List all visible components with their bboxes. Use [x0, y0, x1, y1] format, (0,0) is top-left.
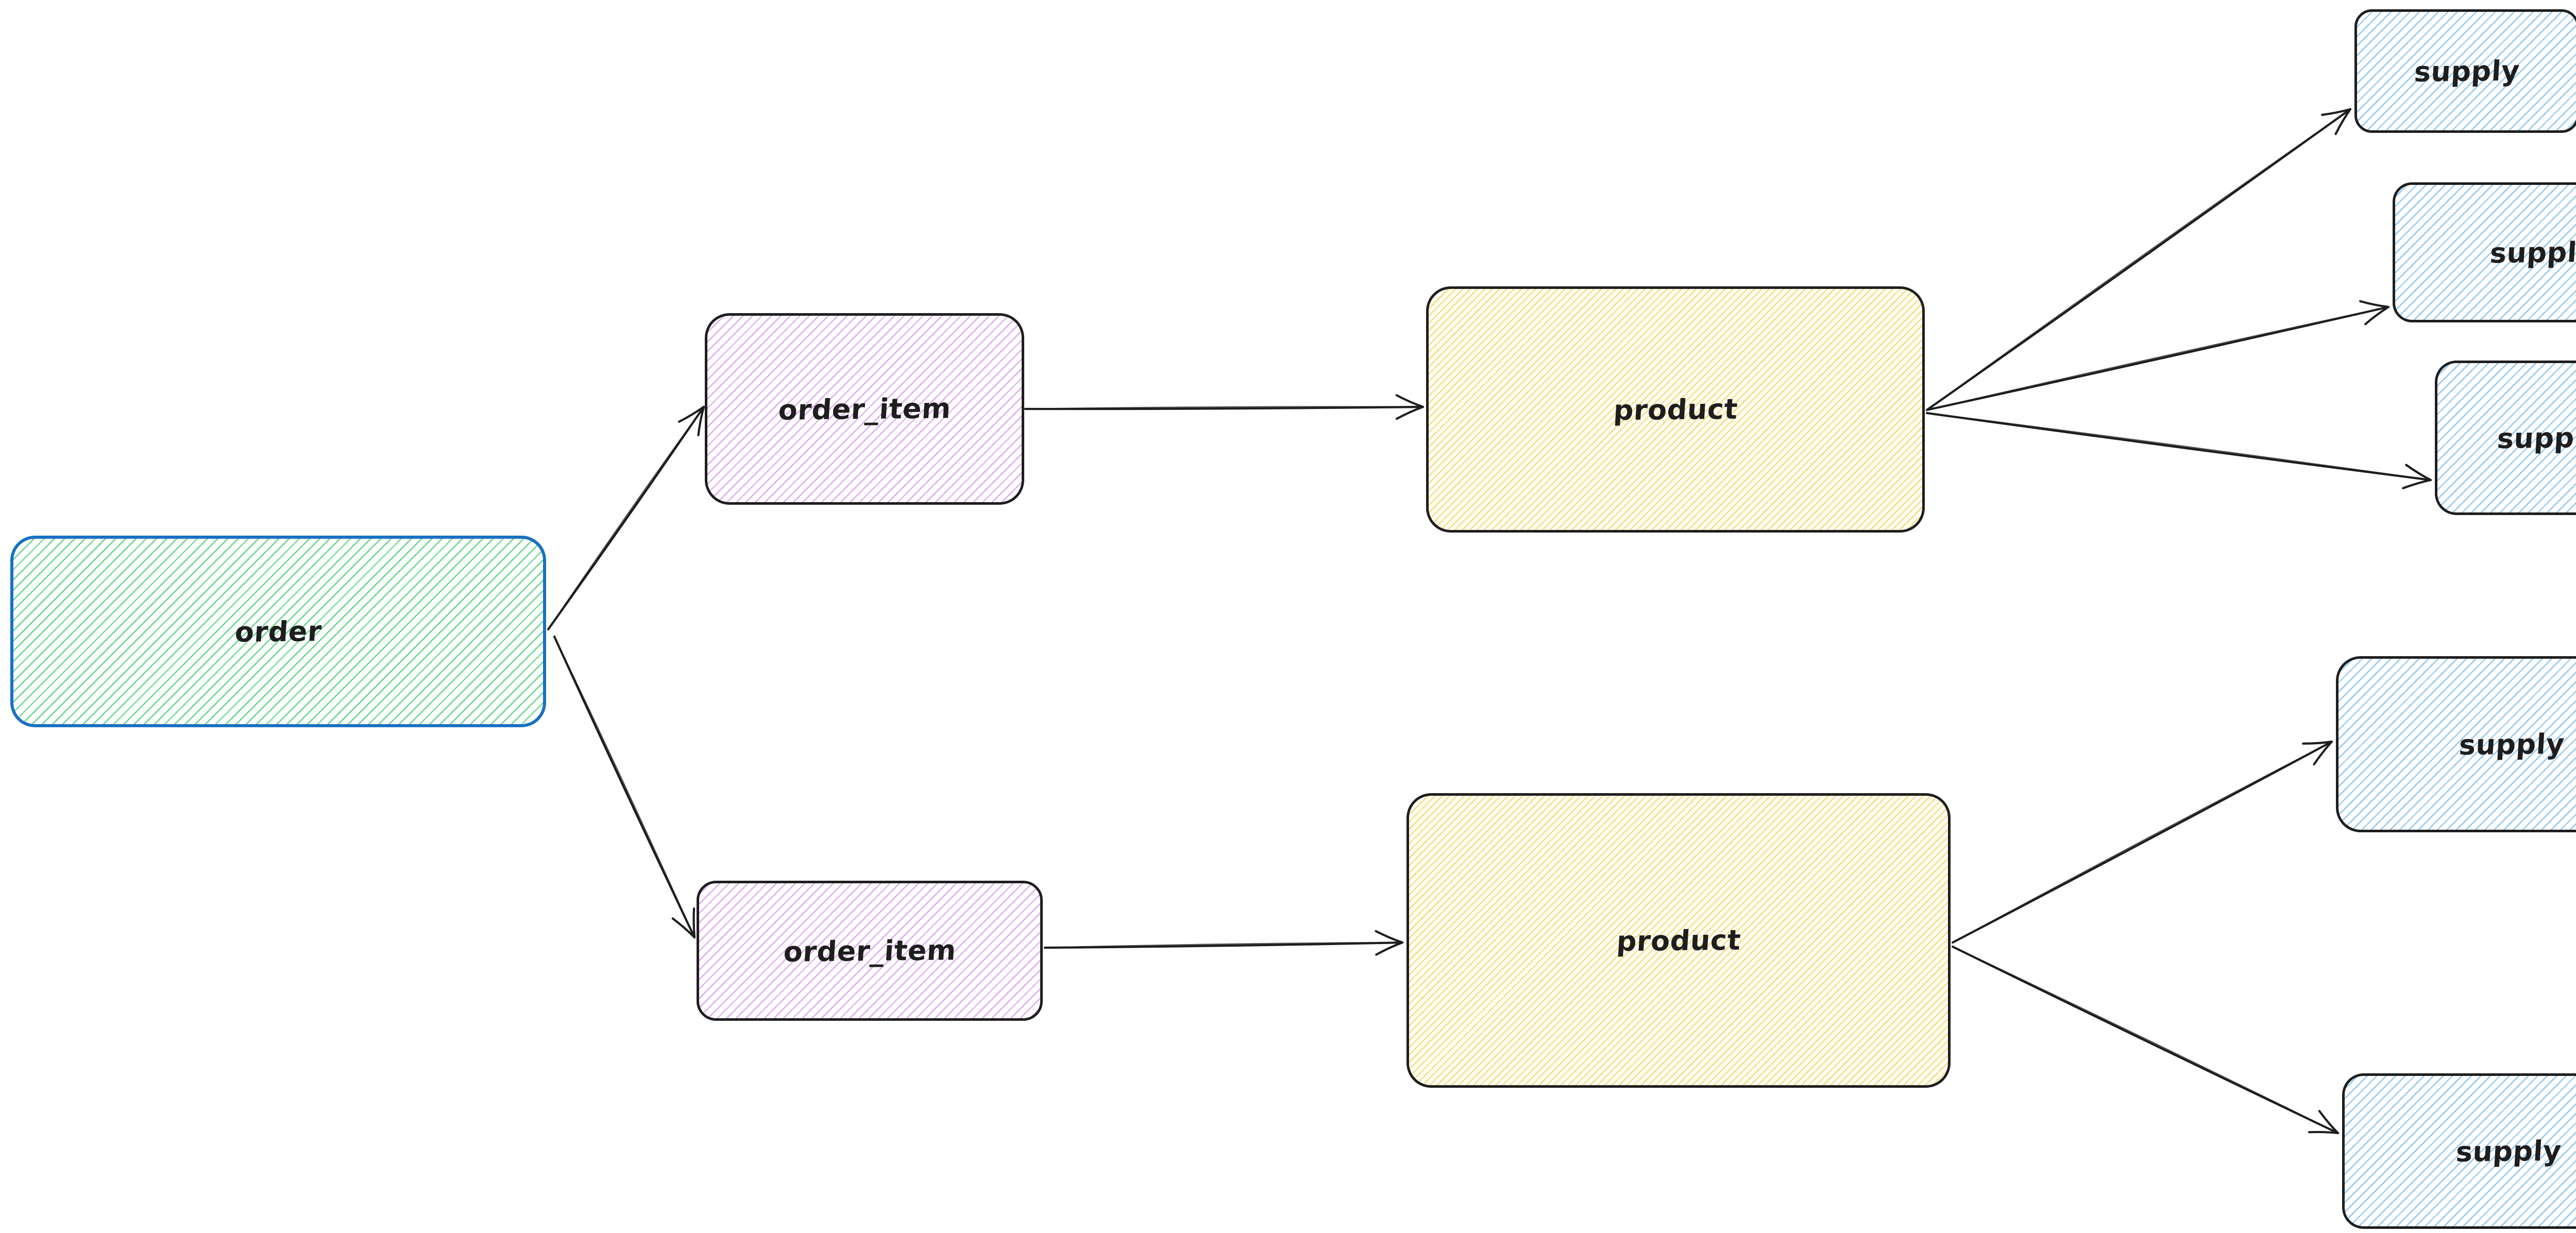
edge-order_item_2-to-product_2[interactable]: [1043, 930, 1404, 956]
node-order_item_1[interactable]: order_item: [705, 313, 1024, 505]
arrowhead-barb: [2359, 300, 2390, 309]
edge-order-to-order_item_1[interactable]: [547, 405, 705, 631]
edge-line: [1926, 412, 2432, 481]
node-label: supply: [2488, 235, 2576, 269]
arrowhead-barb: [671, 917, 696, 939]
node-supply_3[interactable]: supply: [2435, 361, 2576, 515]
arrowhead-barb: [2313, 740, 2333, 766]
edge-line: [1925, 305, 2390, 412]
edge-line: [1952, 741, 2333, 944]
edge-line: [1925, 412, 2432, 482]
arrowhead-barb: [1395, 394, 1425, 408]
node-label: supply: [2454, 1134, 2563, 1168]
edge-line: [1024, 406, 1424, 410]
arrowhead-barb: [2302, 740, 2333, 745]
node-supply_2[interactable]: supply: [2393, 182, 2576, 322]
node-product_2[interactable]: product: [1406, 793, 1951, 1088]
edge-line: [1925, 108, 2352, 412]
edge-line: [1926, 306, 2389, 411]
node-order[interactable]: order: [10, 536, 546, 727]
node-product_1[interactable]: product: [1426, 286, 1925, 533]
node-order_item_2[interactable]: order_item: [697, 881, 1043, 1021]
edge-line: [553, 635, 696, 939]
arrowhead-barb: [2320, 108, 2352, 116]
node-label: product: [1615, 923, 1742, 957]
edge-order-to-order_item_2[interactable]: [553, 635, 696, 939]
node-supply_5[interactable]: supply: [2342, 1073, 2576, 1229]
edge-product_1-to-supply_1[interactable]: [1925, 108, 2352, 412]
arrowhead-barb: [2402, 478, 2432, 489]
node-label: supply: [2496, 421, 2576, 455]
arrowhead-barb: [677, 405, 705, 423]
node-label: supply: [2458, 727, 2566, 761]
edge-line: [1951, 945, 2340, 1135]
edge-product_2-to-supply_4[interactable]: [1951, 740, 2333, 944]
node-label: supply: [2413, 54, 2521, 88]
edge-order_item_1-to-product_1[interactable]: [1024, 394, 1425, 420]
node-label: order: [233, 614, 323, 648]
edge-line: [1951, 740, 2333, 944]
edge-line: [1043, 941, 1404, 949]
edge-product_1-to-supply_2[interactable]: [1925, 300, 2390, 412]
edge-line: [547, 406, 705, 630]
edge-line: [1926, 108, 2351, 411]
arrowhead-barb: [2318, 1110, 2340, 1135]
arrowhead-barb: [1375, 941, 1404, 956]
node-label: order_item: [777, 391, 952, 426]
node-supply_4[interactable]: supply: [2336, 656, 2576, 832]
edge-line: [547, 405, 705, 631]
edge-line: [553, 636, 696, 938]
edge-line: [1952, 946, 2339, 1134]
arrowhead-barb: [1375, 930, 1404, 944]
arrowhead-barb: [697, 405, 705, 437]
edge-product_1-to-supply_3[interactable]: [1925, 412, 2432, 489]
arrowhead-barb: [1395, 405, 1425, 420]
arrowhead-barb: [2334, 108, 2352, 135]
arrowhead-barb: [2405, 464, 2432, 482]
edge-product_2-to-supply_5[interactable]: [1951, 945, 2340, 1135]
arrowhead-barb: [2308, 1131, 2340, 1135]
node-supply_1[interactable]: supply: [2354, 9, 2576, 133]
edge-line: [1044, 941, 1403, 949]
node-label: product: [1612, 392, 1739, 426]
arrowhead-barb: [2364, 305, 2390, 326]
node-label: order_item: [782, 933, 957, 968]
edge-line: [1024, 405, 1425, 410]
